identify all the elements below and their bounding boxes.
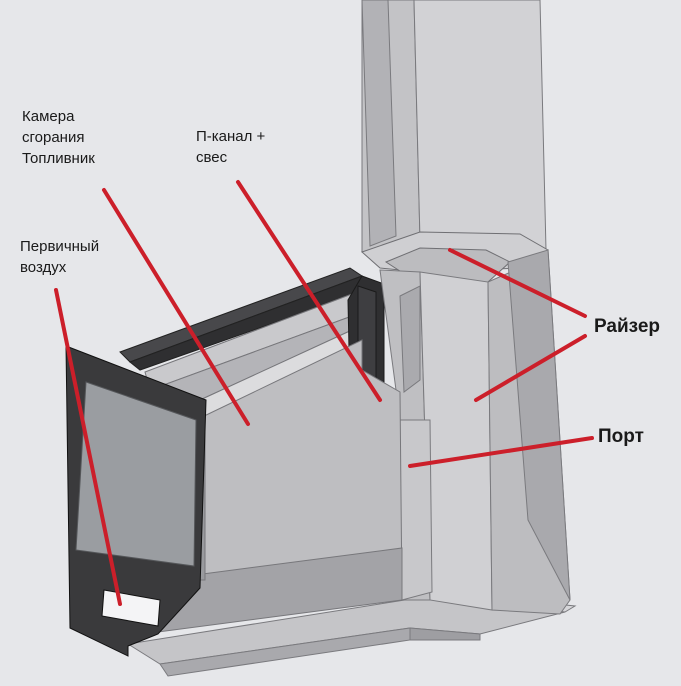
label-p-channel: П-канал + свес <box>196 128 266 166</box>
leader-lines <box>54 180 594 606</box>
p-channel-slab <box>144 293 363 419</box>
label-riser: Райзер <box>594 316 661 337</box>
primary-air-slot <box>101 589 161 627</box>
leader-line-p-channel <box>236 180 382 402</box>
glass-window <box>75 381 197 567</box>
leader-line-riser-lower <box>474 334 587 402</box>
leader-line-primary-air <box>54 288 122 606</box>
label-primary-air: Первичный воздух <box>20 238 100 276</box>
leader-line-chamber <box>102 188 250 426</box>
label-chamber: Камера сгорания Топливник <box>22 108 95 167</box>
leader-line-riser-upper <box>448 248 587 318</box>
label-port: Порт <box>598 426 644 447</box>
leader-line-port <box>408 436 594 468</box>
riser-column <box>361 0 571 615</box>
